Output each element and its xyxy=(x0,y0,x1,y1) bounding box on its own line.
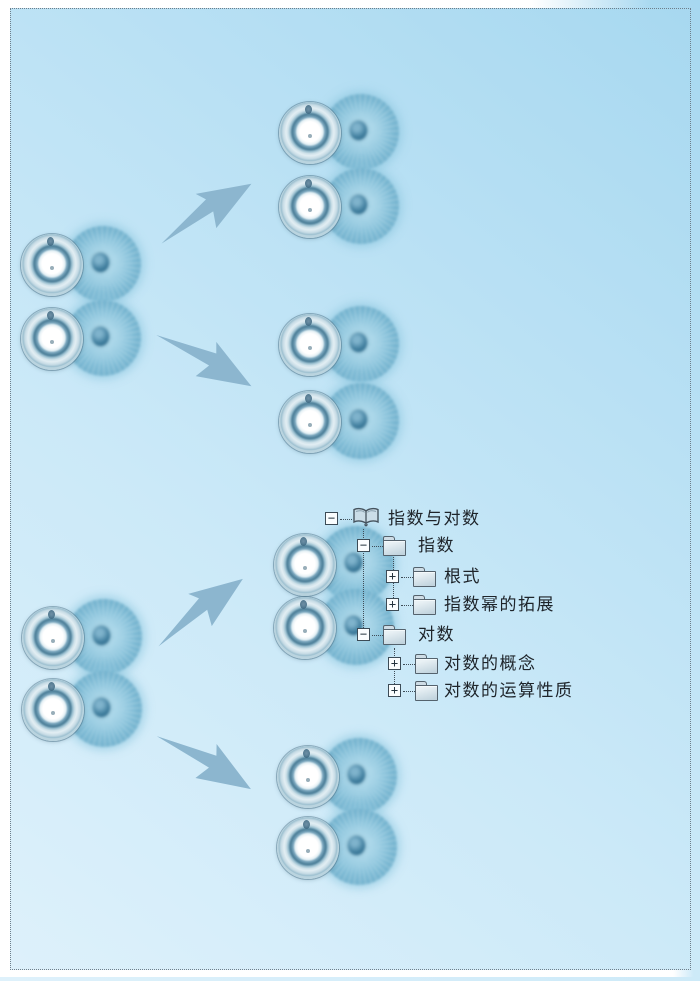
tree-node-label: 根式 xyxy=(444,567,481,586)
expand-toggle[interactable]: + xyxy=(388,657,401,670)
nucleus-icon xyxy=(345,553,362,572)
round-cell-icon xyxy=(21,308,83,370)
tree-connector xyxy=(372,546,383,547)
folder-icon xyxy=(415,680,439,702)
folder-body xyxy=(413,599,436,615)
nucleus-icon xyxy=(350,121,367,140)
arrow-icon xyxy=(143,560,258,660)
tree-connector xyxy=(401,577,413,578)
tree-connector xyxy=(401,605,413,606)
folder-tab xyxy=(383,536,395,543)
folder-icon xyxy=(413,594,437,616)
folder-body xyxy=(415,658,438,674)
expand-toggle[interactable]: + xyxy=(386,570,399,583)
page-margin-bottom xyxy=(0,970,694,977)
nucleus-icon xyxy=(350,195,367,214)
arrow-icon xyxy=(148,312,265,406)
dotted-border xyxy=(10,8,691,970)
tree-node-label: 对数 xyxy=(418,625,455,644)
nucleus-icon xyxy=(348,836,365,855)
nucleus-icon xyxy=(350,333,367,352)
cell-group-daughter-bottom-upper xyxy=(274,526,404,686)
folder-icon xyxy=(413,566,437,588)
expand-glyph: + xyxy=(388,569,397,583)
expand-toggle[interactable]: + xyxy=(386,598,399,611)
folder-body xyxy=(415,685,438,701)
nucleus-icon xyxy=(93,698,110,717)
round-cell-icon xyxy=(277,746,339,808)
tree-node-label: 指数与对数 xyxy=(388,509,481,528)
cell-pair xyxy=(277,809,405,893)
folder-body xyxy=(383,540,406,556)
cell-pair xyxy=(274,526,402,610)
expand-toggle[interactable]: − xyxy=(357,539,370,552)
cell-group-daughter-top-lower xyxy=(279,306,409,466)
folder-icon xyxy=(383,624,407,646)
round-cell-icon xyxy=(279,176,341,238)
tree-connector xyxy=(403,691,415,692)
expand-glyph: − xyxy=(359,627,368,641)
arrow-icon xyxy=(148,164,265,258)
tree-node-label: 对数的运算性质 xyxy=(444,681,574,700)
expand-toggle[interactable]: + xyxy=(388,684,401,697)
folder-tab xyxy=(415,654,427,661)
folder-icon xyxy=(415,653,439,675)
folder-body xyxy=(413,571,436,587)
round-cell-icon xyxy=(279,314,341,376)
round-cell-icon xyxy=(22,607,84,669)
expand-glyph: + xyxy=(388,597,397,611)
cell-pair xyxy=(22,599,150,683)
round-cell-icon xyxy=(274,597,336,659)
nucleus-icon xyxy=(93,626,110,645)
fuzzy-cell-icon xyxy=(323,94,399,170)
cell-pair xyxy=(22,671,150,755)
tree-connector xyxy=(340,519,352,520)
expand-toggle[interactable]: − xyxy=(325,512,338,525)
round-cell-icon xyxy=(21,234,83,296)
arrow-icon xyxy=(148,713,265,809)
tree-connector xyxy=(363,529,364,628)
page-margin-left xyxy=(0,0,10,970)
expand-glyph: − xyxy=(359,538,368,552)
cell-pair xyxy=(274,589,402,673)
book-icon xyxy=(352,507,380,527)
folder-tab xyxy=(413,567,425,574)
folder-icon xyxy=(383,535,407,557)
nucleus-icon xyxy=(350,410,367,429)
folder-tab xyxy=(415,681,427,688)
expand-glyph: − xyxy=(327,511,336,525)
round-cell-icon xyxy=(279,391,341,453)
cell-pair xyxy=(21,226,149,310)
cell-pair xyxy=(279,168,407,252)
nucleus-icon xyxy=(92,327,109,346)
folder-tab xyxy=(413,595,425,602)
cell-pair xyxy=(21,300,149,384)
nucleus-icon xyxy=(92,253,109,272)
tree-connector xyxy=(403,664,415,665)
cell-pair xyxy=(279,94,407,178)
folder-body xyxy=(383,629,406,645)
cell-group-parent-bottom xyxy=(22,599,152,759)
expand-glyph: + xyxy=(390,656,399,670)
tree-connector xyxy=(372,635,383,636)
expand-toggle[interactable]: − xyxy=(357,628,370,641)
expand-glyph: + xyxy=(390,683,399,697)
cell-group-daughter-top-upper xyxy=(279,94,409,254)
tree-node-label: 指数幂的拓展 xyxy=(444,595,555,614)
round-cell-icon xyxy=(22,679,84,741)
tree-node-label: 指数 xyxy=(418,536,455,555)
tree-node-label: 对数的概念 xyxy=(444,654,537,673)
cell-group-parent-top xyxy=(21,226,151,386)
round-cell-icon xyxy=(274,534,336,596)
cell-pair xyxy=(279,383,407,467)
folder-tab xyxy=(383,625,395,632)
cell-pair xyxy=(279,306,407,390)
nucleus-icon xyxy=(348,765,365,784)
cell-pair xyxy=(277,738,405,822)
page-margin-top xyxy=(0,0,700,8)
round-cell-icon xyxy=(277,817,339,879)
cell-group-daughter-bottom-lower xyxy=(277,738,407,898)
round-cell-icon xyxy=(279,102,341,164)
